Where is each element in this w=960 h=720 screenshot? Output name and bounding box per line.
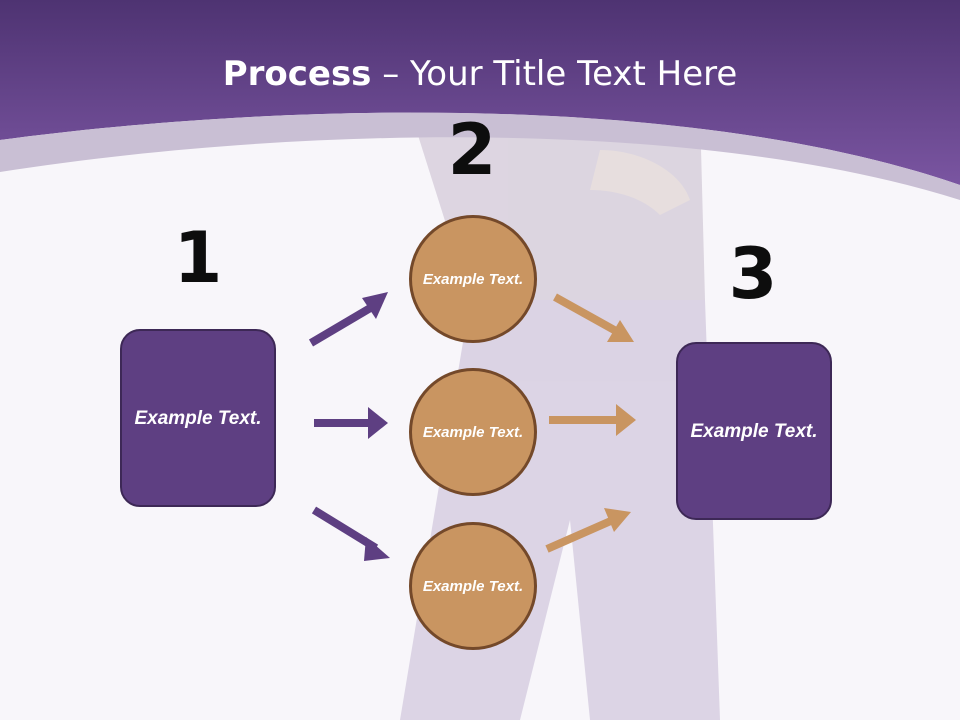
circle-2-text: Example Text. — [422, 423, 524, 441]
step-1-box: Example Text. — [120, 329, 276, 507]
step-3-box: Example Text. — [676, 342, 832, 520]
step-3-text: Example Text. — [690, 420, 818, 442]
header-band — [0, 0, 960, 185]
arrow-to-circle-2 — [314, 407, 388, 439]
arrow-from-circle-3 — [545, 508, 631, 553]
step-1-number: 1 — [173, 217, 223, 299]
step-1-text: Example Text. — [134, 407, 262, 429]
arrow-from-circle-2 — [549, 404, 636, 436]
step-2-circle-3: Example Text. — [409, 522, 537, 650]
step-2-circle-2: Example Text. — [409, 368, 537, 496]
arrow-to-circle-3 — [311, 506, 390, 561]
title-bold: Process — [222, 54, 372, 94]
arrow-from-circle-1 — [553, 293, 634, 342]
circle-1-text: Example Text. — [422, 270, 524, 288]
arrow-to-circle-1 — [308, 292, 388, 347]
step-3-number: 3 — [728, 233, 778, 315]
slide-title: Process – Your Title Text Here — [0, 54, 960, 94]
step-2-circle-1: Example Text. — [409, 215, 537, 343]
circle-3-text: Example Text. — [422, 577, 524, 595]
header-swoosh — [0, 112, 960, 200]
step-2-number: 2 — [447, 109, 497, 191]
title-rest: – Your Title Text Here — [371, 54, 738, 94]
